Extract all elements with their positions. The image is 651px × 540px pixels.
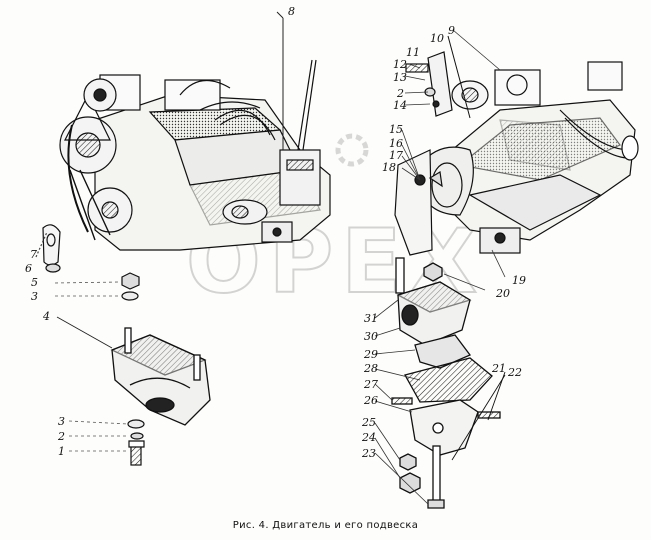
callout-2: 2: [396, 87, 404, 100]
callout-4: 4: [42, 310, 50, 323]
callout-labels: 1 2 3 4 3 5 6 7 8 9 10 11 12 13 2 14 15 …: [25, 5, 526, 460]
callout-10: 10: [430, 32, 444, 45]
callout-11: 11: [406, 46, 420, 59]
callout-5: 5: [31, 276, 38, 289]
bracket-15-18: [394, 149, 443, 256]
callout-14: 14: [393, 99, 407, 112]
callout-8: 8: [288, 5, 295, 18]
mount-assembly-right: [391, 257, 506, 509]
callout-2: 2: [57, 430, 65, 443]
callout-17: 17: [389, 149, 403, 162]
callout-26: 26: [363, 394, 378, 407]
callout-9: 9: [448, 24, 455, 37]
callout-15: 15: [389, 123, 403, 136]
figure-caption: Рис. 4. Двигатель и его подвеска: [232, 520, 419, 531]
callout-24: 24: [361, 431, 376, 444]
callout-1: 1: [58, 445, 65, 458]
engine-mount-4: [110, 327, 211, 426]
engine-right-view: [419, 61, 639, 254]
callout-20: 20: [495, 287, 510, 300]
engine-left-view: [59, 59, 331, 251]
callout-12: 12: [393, 58, 407, 71]
callout-27: 27: [363, 378, 378, 391]
callout-28: 28: [363, 362, 378, 375]
callout-7: 7: [30, 248, 37, 261]
callout-21: 21: [491, 362, 506, 375]
callout-16: 16: [389, 137, 403, 150]
callout-3: 3: [31, 290, 38, 303]
callout-13: 13: [393, 71, 407, 84]
callout-23: 23: [361, 447, 376, 460]
callout-18: 18: [382, 161, 396, 174]
callout-25: 25: [361, 416, 376, 429]
callout-31: 31: [364, 312, 378, 325]
callout-3: 3: [58, 415, 65, 428]
nut-5-washer-3: [54, 272, 140, 301]
leader-lines: [374, 29, 506, 505]
callout-22: 22: [507, 366, 522, 379]
callout-19: 19: [512, 274, 526, 287]
bolt-stack-1-2-3: [68, 419, 145, 466]
bolt-7-6: [35, 224, 61, 273]
callout-6: 6: [25, 262, 32, 275]
callout-29: 29: [363, 348, 378, 361]
callout-30: 30: [364, 330, 378, 343]
